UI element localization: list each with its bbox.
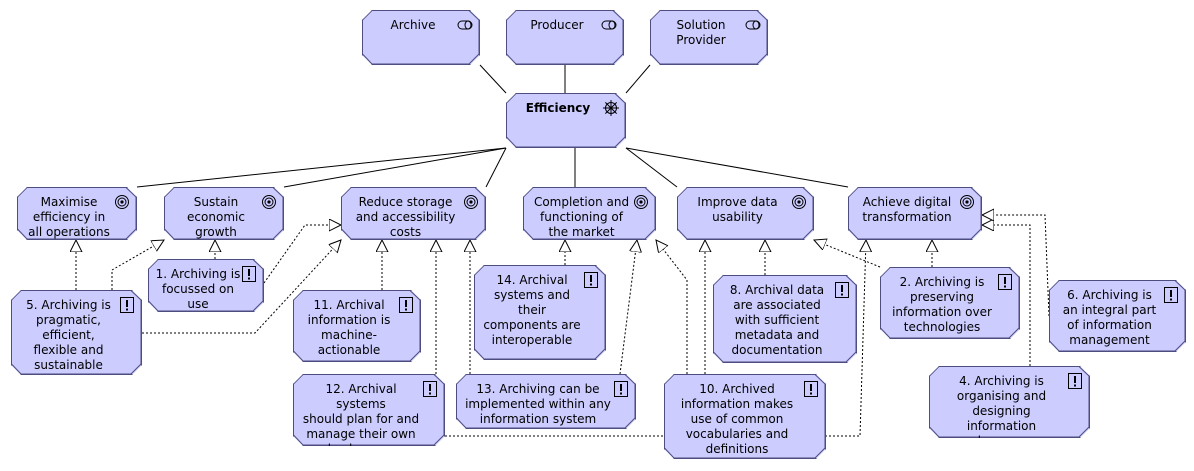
stakeholder-icon [745,17,761,33]
link-p12-to-g6 [445,240,866,437]
link-archive-to-efficiency [479,64,507,94]
node-label: 8. Archival data are associated with suf… [729,283,825,357]
link-efficiency-to-g5 [625,147,678,188]
node-g3[interactable]: Reduce storage and accessibility costs [341,187,486,240]
node-label: 13. Archiving can be implemented within … [465,382,611,426]
principle-icon [803,381,819,397]
node-g2[interactable]: Sustain economic growth [164,187,284,240]
node-label: Efficiency [525,101,591,115]
node-label: Completion and functioning of the market [533,195,630,239]
link-p4-to-g6 [982,225,1031,366]
link-p13-to-g4 [619,240,637,375]
node-label: 12. Archival systems should plan for and… [302,382,420,456]
node-p6[interactable]: 6. Archiving is an integral part of info… [1049,280,1186,352]
link-p5-to-g3 [142,240,341,334]
link-efficiency-to-g6 [625,147,849,188]
goal-icon [959,194,975,210]
node-label: 14. Archival systems and their component… [483,273,581,347]
link-efficiency-to-g2 [283,147,507,188]
principle-icon [241,266,257,282]
driver-icon [603,100,619,116]
goal-icon [633,194,649,210]
node-p8[interactable]: 8. Archival data are associated with suf… [713,275,857,363]
node-g1[interactable]: Maximise efficiency in all operations [17,187,137,240]
node-p11[interactable]: 11. Archival information is machine- act… [293,290,421,362]
node-label: Achieve digital transformation [862,195,952,224]
node-label: 10. Archived information makes use of co… [680,382,794,456]
node-label: 2. Archiving is preserving information o… [892,275,992,334]
node-label: Sustain economic growth [187,195,245,239]
goal-icon [791,194,807,210]
node-label: 6. Archiving is an integral part of info… [1062,288,1157,347]
node-label: 5. Archiving is pragmatic, efficient, fl… [26,298,111,372]
goal-icon [261,194,277,210]
link-solution-to-efficiency [625,64,651,94]
principle-icon [613,381,629,397]
node-g4[interactable]: Completion and functioning of the market [523,187,656,240]
node-solution[interactable]: Solution Provider [650,10,768,65]
node-label: Maximise efficiency in all operations [28,195,110,239]
node-g6[interactable]: Achieve digital transformation [848,187,982,240]
principle-icon [1163,287,1179,303]
node-p1[interactable]: 1. Archiving is focussed on use [148,259,264,312]
principle-icon [583,272,599,288]
principle-icon [997,274,1013,290]
link-p5-to-g2 [111,240,164,290]
node-label: 1. Archiving is focussed on use [155,267,241,311]
node-label: Producer [530,18,584,32]
stakeholder-icon [457,17,473,33]
node-label: 11. Archival information is machine- act… [307,298,391,357]
node-p10[interactable]: 10. Archived information makes use of co… [664,374,826,459]
node-p14[interactable]: 14. Archival systems and their component… [474,265,606,360]
node-p4[interactable]: 4. Archiving is organising and designing… [929,366,1090,438]
node-p5[interactable]: 5. Archiving is pragmatic, efficient, fl… [11,290,142,375]
link-p2-to-g5 [814,240,881,268]
node-label: Improve data usability [697,195,778,224]
link-p10-to-g4 [656,240,688,374]
link-efficiency-to-g1 [136,147,507,188]
principle-icon [398,297,414,313]
node-label: Solution Provider [676,18,726,47]
goal-icon [114,194,130,210]
node-p13[interactable]: 13. Archiving can be implemented within … [456,374,636,429]
node-efficiency[interactable]: Efficiency [506,93,626,148]
node-label: 4. Archiving is organising and designing… [956,374,1047,448]
link-efficiency-to-g3 [485,147,507,188]
link-p6-to-g6 [982,215,1050,317]
node-p12[interactable]: 12. Archival systems should plan for and… [293,374,445,446]
principle-icon [119,297,135,313]
node-producer[interactable]: Producer [506,10,624,65]
principle-icon [834,282,850,298]
node-archive[interactable]: Archive [362,10,480,65]
stakeholder-icon [601,17,617,33]
node-g5[interactable]: Improve data usability [677,187,814,240]
node-label: Archive [390,18,436,32]
principle-icon [1067,373,1083,389]
node-p2[interactable]: 2. Archiving is preserving information o… [880,267,1020,339]
principle-icon [422,381,438,397]
node-label: Reduce storage and accessibility costs [355,195,456,239]
goal-icon [463,194,479,210]
